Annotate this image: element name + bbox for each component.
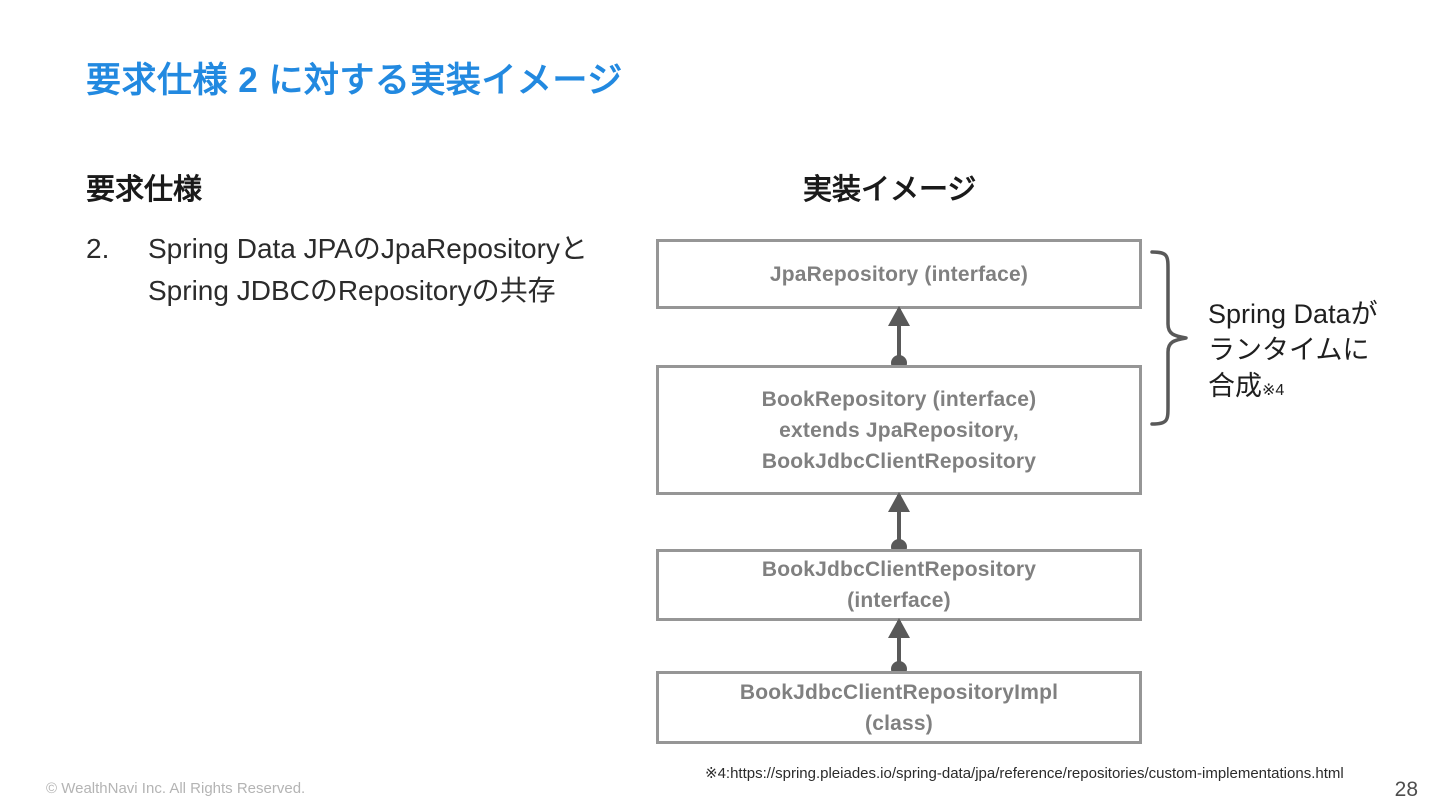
uml-box-jpa-repository: JpaRepository (interface) bbox=[656, 239, 1142, 309]
arrowhead-icon bbox=[888, 306, 910, 326]
copyright-notice: © WealthNavi Inc. All Rights Reserved. bbox=[46, 780, 306, 797]
uml-box-label: BookRepository (interface) extends JpaRe… bbox=[761, 387, 1037, 473]
list-item-text: Spring Data JPAのJpaRepositoryと Spring JD… bbox=[148, 228, 666, 312]
connector-line bbox=[897, 495, 901, 549]
annotation-line-3: 合成※4 bbox=[1208, 368, 1378, 409]
page-title: 要求仕様 2 に対する実装イメージ bbox=[86, 61, 623, 100]
connector-line bbox=[897, 621, 901, 671]
requirements-list: 2. Spring Data JPAのJpaRepositoryと Spring… bbox=[86, 228, 666, 312]
connector-line bbox=[897, 309, 901, 365]
annotation-line-2: ランタイムに bbox=[1208, 335, 1370, 365]
list-item-number: 2. bbox=[86, 233, 110, 264]
page-number: 28 bbox=[1394, 778, 1418, 801]
uml-box-label: BookJdbcClientRepository (interface) bbox=[761, 558, 1037, 612]
annotation-superscript: ※4 bbox=[1262, 382, 1285, 399]
arrowhead-icon bbox=[888, 618, 910, 638]
footnote-reference: ※4:https://spring.pleiades.io/spring-dat… bbox=[705, 765, 1344, 782]
arrowhead-icon bbox=[888, 492, 910, 512]
annotation-text: Spring Dataが ランタイムに 合成※4 bbox=[1208, 296, 1378, 409]
uml-box-book-jdbc-client-repository: BookJdbcClientRepository (interface) bbox=[656, 549, 1142, 621]
list-item: 2. Spring Data JPAのJpaRepositoryと Spring… bbox=[86, 228, 666, 312]
annotation-line-1: Spring Dataが bbox=[1208, 299, 1378, 329]
list-item-line-1: Spring Data JPAのJpaRepositoryと bbox=[148, 233, 588, 264]
uml-box-label: JpaRepository (interface) bbox=[769, 262, 1029, 286]
uml-box-book-jdbc-client-repository-impl: BookJdbcClientRepositoryImpl (class) bbox=[656, 671, 1142, 744]
uml-box-label: BookJdbcClientRepositoryImpl (class) bbox=[739, 680, 1059, 735]
uml-box-book-repository: BookRepository (interface) extends JpaRe… bbox=[656, 365, 1142, 495]
annotation-line-3-text: 合成 bbox=[1208, 371, 1262, 401]
uml-class-diagram: JpaRepository (interface) BookRepository… bbox=[656, 239, 1142, 744]
list-item-line-2: Spring JDBCのRepositoryの共存 bbox=[148, 275, 556, 306]
requirements-heading: 要求仕様 bbox=[86, 174, 203, 206]
curly-brace-icon bbox=[1148, 248, 1192, 428]
implementation-heading: 実装イメージ bbox=[803, 174, 977, 206]
